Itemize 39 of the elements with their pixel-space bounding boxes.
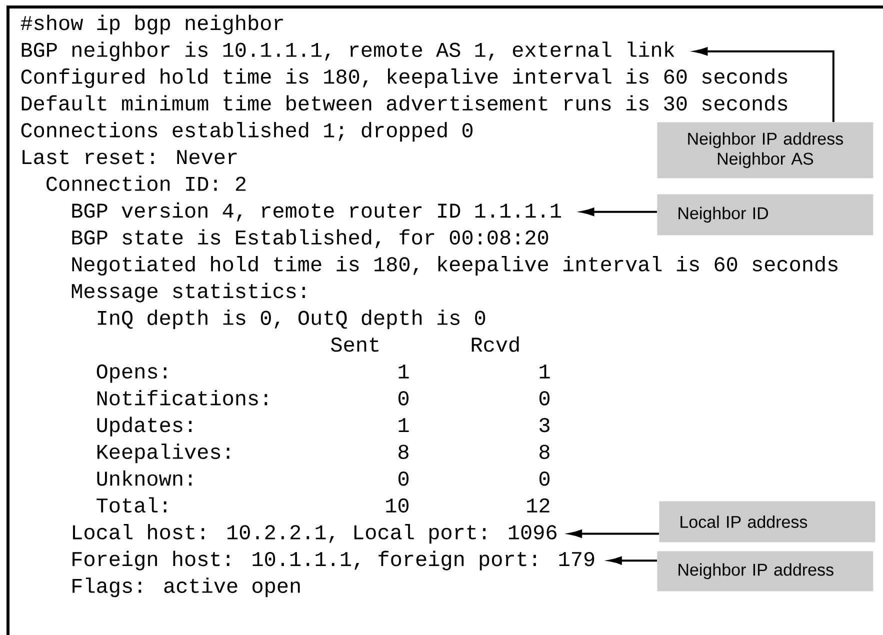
output-text: BGP state is Established, for 00:08:20 <box>72 229 548 248</box>
output-text: Opens: <box>96 364 166 383</box>
output-text: 8 <box>540 444 550 459</box>
output-text: 1 <box>398 364 409 378</box>
output-text: 8 <box>398 444 408 459</box>
output-text: Keepalives: <box>97 444 230 464</box>
output-text: Updates: <box>97 416 192 436</box>
output-text: Unknown: <box>97 470 192 486</box>
output-text: Default minimum time between advertisement runs is 30 seconds <box>22 95 788 111</box>
output-text: 1 <box>540 364 550 378</box>
output-text: Total: <box>96 497 166 513</box>
output-text: Last reset: Never <box>22 150 237 164</box>
output-line: Local host: 10.2.2.1, Local port: 1096 <box>73 524 556 544</box>
callout-box: Neighbor ID <box>657 194 874 236</box>
output-text: 0 <box>398 472 408 486</box>
output-text: Negotiated hold time is 180, keepalive interval is 60 seconds <box>72 256 838 276</box>
callout-box: Neighbor IP address <box>657 551 874 592</box>
output-text: 0 <box>539 391 550 406</box>
output-text: Flags: active open <box>72 578 300 598</box>
output-text: Rcvd <box>472 336 519 352</box>
output-text: Sent <box>331 338 378 352</box>
output-line: Foreign host: 10.1.1.1, foreign port: 179 <box>72 550 594 570</box>
output-text: Connections established 1; dropped 0 <box>21 122 472 142</box>
output-text: Configured hold time is 180, keepalive interval is 60 seconds <box>21 68 788 88</box>
output-text: 0 <box>539 472 550 486</box>
output-text: InQ depth is 0, OutQ depth is 0 <box>98 310 486 330</box>
output-text: #show ip bgp neighbor <box>20 14 283 34</box>
output-line: BGP neighbor is 10.1.1.1, remote AS 1, external link <box>22 42 674 62</box>
output-text: 0 <box>398 391 408 406</box>
output-text: Notifications: <box>97 390 268 406</box>
output-text: Connection ID: 2 <box>46 176 246 191</box>
output-text: Message statistics: <box>72 282 305 302</box>
output-line: BGP version 4, remote router ID 1.1.1.1 <box>72 202 561 222</box>
callout-box: Neighbor IP address Neighbor AS <box>657 122 874 178</box>
output-text: 1 <box>398 418 409 432</box>
output-text: 10 <box>386 498 408 513</box>
callout-box: Local IP address <box>659 501 876 542</box>
output-text: 12 <box>527 498 550 512</box>
output-text: 3 <box>540 418 550 432</box>
